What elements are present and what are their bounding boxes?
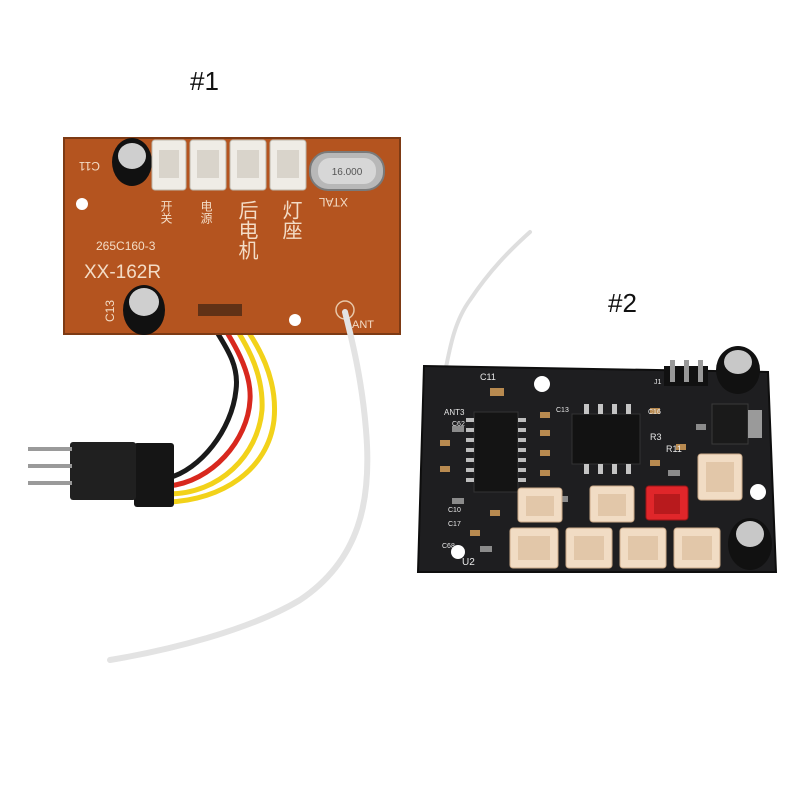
label-item-1: #1 <box>190 66 219 96</box>
pcb-1 <box>63 137 401 335</box>
connector-motor <box>229 139 267 191</box>
connector-power <box>189 139 227 191</box>
connector-row2-a <box>509 527 559 569</box>
connector-row2-d <box>673 527 721 569</box>
wire-harness <box>165 307 278 505</box>
silk-c13: C13 <box>103 300 117 322</box>
capacitor-c11 <box>112 138 152 186</box>
board-1: 16.000 C11 XTAL 265C160-3 XX-162R C13 AN… <box>28 137 401 663</box>
ic-chip-u2 <box>466 411 526 493</box>
connector-light <box>269 139 307 191</box>
silk2-c16: C16 <box>648 409 661 416</box>
crystal-oscillator: 16.000 <box>309 151 385 191</box>
silk2-u2: U2 <box>462 557 475 568</box>
silk2-c10: C10 <box>448 507 461 514</box>
connector-row2-b <box>565 527 613 569</box>
silk-motor: 后电机 <box>235 200 258 260</box>
silk-ant: ANT <box>352 319 374 331</box>
silk2-c13: C13 <box>556 407 569 414</box>
silk2-c62: C62 <box>452 421 465 428</box>
silk-code: 265C160-3 <box>96 239 156 253</box>
connector-row1-a <box>517 487 563 523</box>
voltage-regulator <box>711 403 762 445</box>
silk2-r11: R11 <box>666 444 682 454</box>
silk2-ant: ANT3 <box>444 408 465 417</box>
silk-c11: C11 <box>79 159 100 173</box>
silk-light: 灯座 <box>279 200 302 240</box>
label-item-2: #2 <box>608 288 637 318</box>
capacitor-c13 <box>123 285 165 335</box>
silk2-c17: C17 <box>448 521 461 528</box>
silk2-c11: C11 <box>480 372 496 382</box>
connector-row1-b <box>589 485 635 523</box>
silk-switch: 开关 <box>159 200 173 224</box>
ic-chip-driver <box>571 404 641 474</box>
capacitor-bottom <box>728 518 772 570</box>
silk-power: 电源 <box>199 200 213 225</box>
silk-xtal: XTAL <box>319 195 348 209</box>
silk2-c68: C68 <box>442 543 455 550</box>
connector-red <box>645 485 689 521</box>
silk2-j1: J1 <box>654 379 662 386</box>
silk2-r3: R3 <box>650 432 662 442</box>
board-2: C11 ANT3 U2 R3 R11 C10 C17 C68 C62 C13 C… <box>416 230 778 573</box>
pin-header-j1 <box>664 360 708 386</box>
antenna-wire-1 <box>107 309 371 663</box>
connector-right <box>697 453 743 501</box>
crystal-text: 16.000 <box>332 167 363 178</box>
connector-row2-c <box>619 527 667 569</box>
capacitor-top <box>716 346 760 394</box>
silk-model: XX-162R <box>84 262 161 283</box>
connector-switch <box>151 139 187 191</box>
pin-header-connector <box>28 442 174 507</box>
